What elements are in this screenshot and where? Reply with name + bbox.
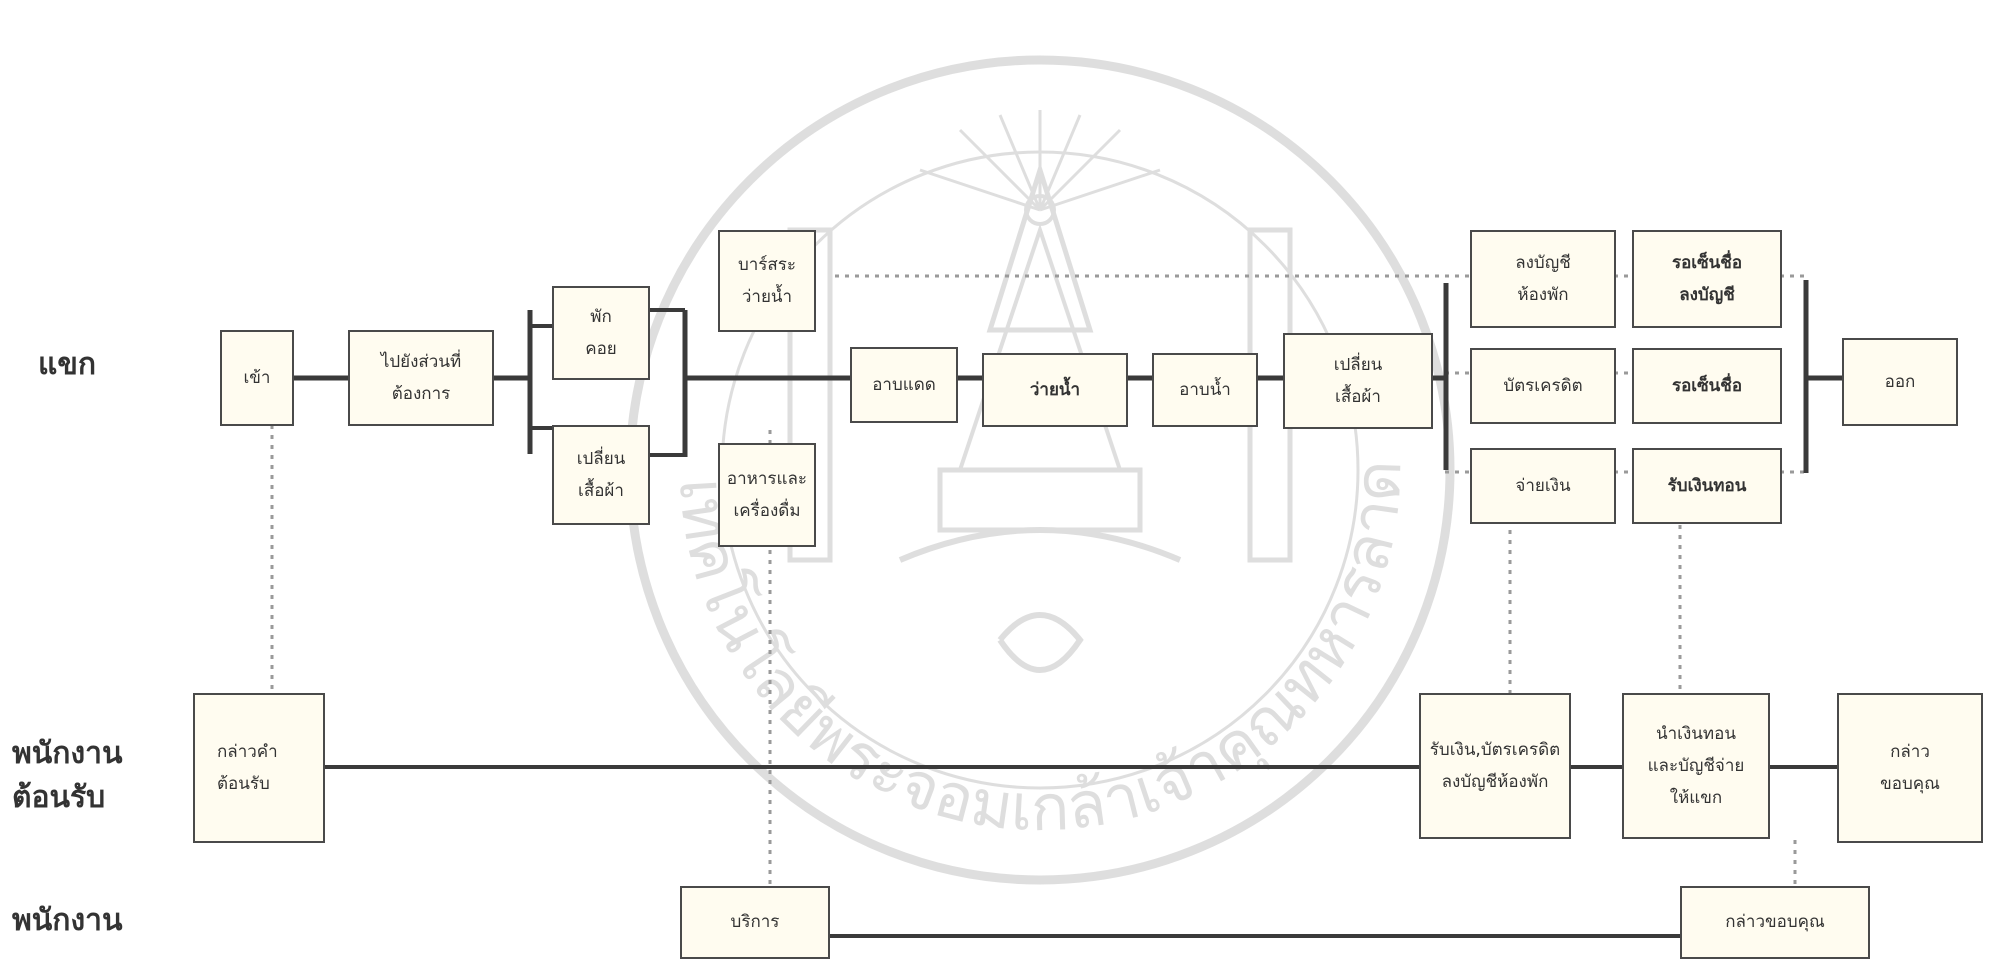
step-enter: เข้า (220, 330, 294, 426)
step-shower: อาบน้ำ (1152, 353, 1258, 427)
step-change-clothes-1: เปลี่ยน เสื้อผ้า (552, 425, 650, 525)
lane-guest-label: แขก (38, 343, 96, 387)
step-thank-staff: กล่าวขอบคุณ (1680, 886, 1870, 959)
step-credit-card: บัตรเครดิต (1470, 348, 1616, 424)
step-sunbathe: อาบแดด (850, 347, 958, 423)
step-receive-change: รับเงินทอน (1632, 448, 1782, 524)
lane-staff-label: พนักงาน (12, 899, 122, 943)
step-swim: ว่ายน้ำ (982, 353, 1128, 427)
step-service: บริการ (680, 886, 830, 959)
lane-reception-label: พนักงาน ต้อนรับ (12, 732, 122, 819)
step-welcome: กล่าวคำ ต้อนรับ (193, 693, 325, 843)
step-wait-sign-account: รอเซ็นชื่อ ลงบัญชี (1632, 230, 1782, 328)
step-rest: พัก คอย (552, 286, 650, 380)
step-cash: จ่ายเงิน (1470, 448, 1616, 524)
step-change-clothes-2: เปลี่ยน เสื้อผ้า (1283, 333, 1433, 429)
step-bring-change: นำเงินทอน และบัญชีจ่าย ให้แขก (1622, 693, 1770, 839)
step-receive-payment: รับเงิน,บัตรเครดิต ลงบัญชีห้องพัก (1419, 693, 1571, 839)
lane-reception-line-1: พนักงาน (12, 732, 122, 776)
step-thank-reception: กล่าว ขอบคุณ (1837, 693, 1983, 843)
step-food-drinks: อาหารและ เครื่องดื่ม (718, 443, 816, 547)
step-go-to-area: ไปยังส่วนที่ ต้องการ (348, 330, 494, 426)
step-exit: ออก (1842, 338, 1958, 426)
step-pool-bar: บาร์สระ ว่ายน้ำ (718, 230, 816, 332)
step-wait-sign: รอเซ็นชื่อ (1632, 348, 1782, 424)
lane-reception-line-2: ต้อนรับ (12, 776, 122, 820)
step-charge-room: ลงบัญชี ห้องพัก (1470, 230, 1616, 328)
